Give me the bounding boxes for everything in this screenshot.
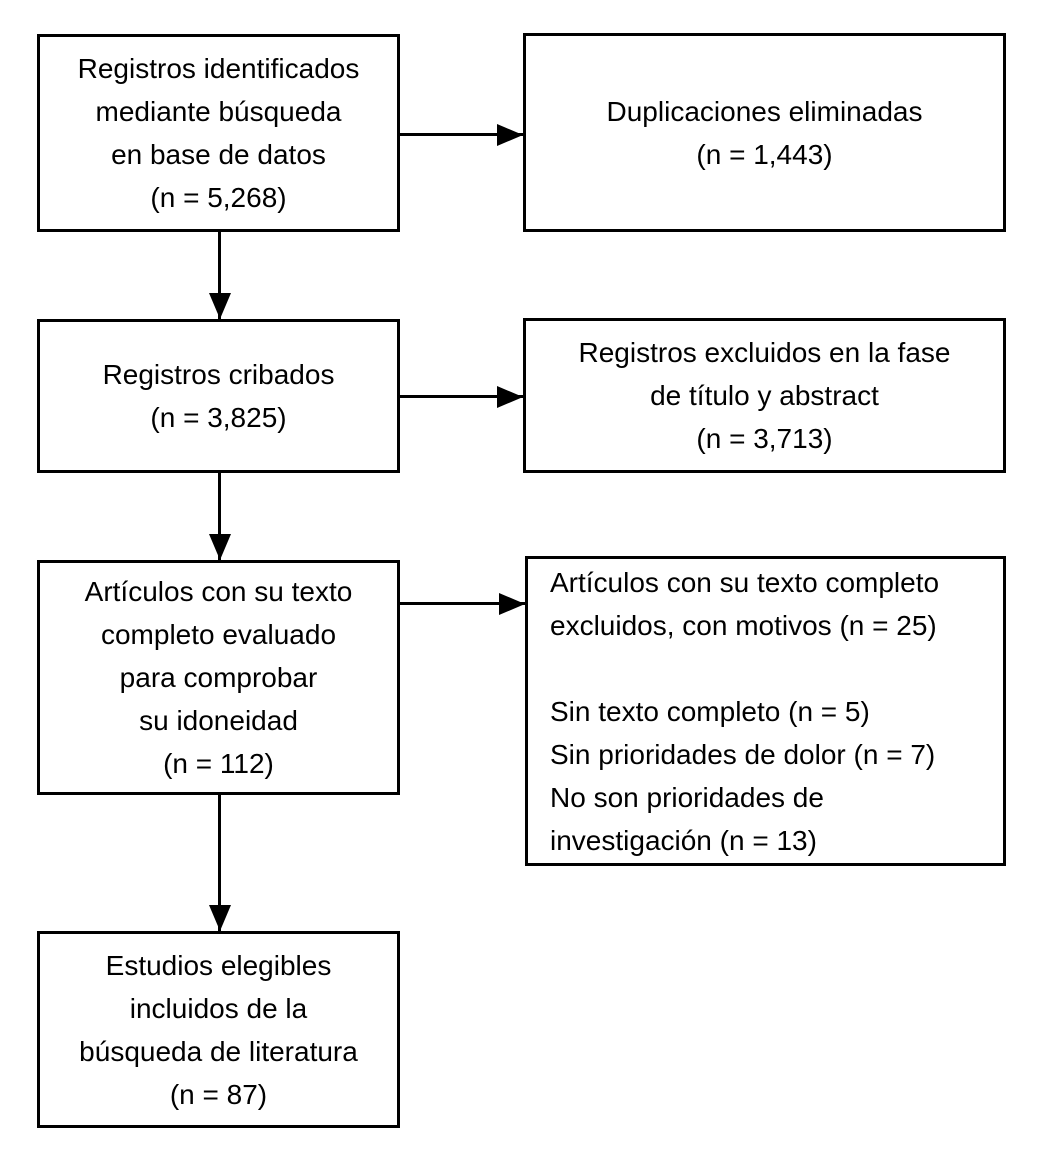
- arrow-fulltext-to-excluded-icon: [400, 602, 525, 605]
- box-studies-included: Estudios elegibles incluidos de la búsqu…: [37, 931, 400, 1128]
- arrow-screened-to-fulltext-icon: [218, 473, 221, 560]
- box-fulltext-assessed: Artículos con su texto completo evaluado…: [37, 560, 400, 795]
- box-duplicates-removed: Duplicaciones eliminadas (n = 1,443): [523, 33, 1006, 232]
- box-fulltext-excluded-reasons: Artículos con su texto completo excluido…: [525, 556, 1006, 866]
- arrow-fulltext-to-included-icon: [218, 795, 221, 931]
- box-excluded-title-abstract: Registros excluidos en la fase de título…: [523, 318, 1006, 473]
- arrow-identified-to-duplicates-icon: [400, 133, 523, 136]
- arrow-screened-to-excluded-icon: [400, 395, 523, 398]
- box-records-screened: Registros cribados (n = 3,825): [37, 319, 400, 473]
- arrow-identified-to-screened-icon: [218, 232, 221, 319]
- box-records-identified: Registros identificados mediante búsqued…: [37, 34, 400, 232]
